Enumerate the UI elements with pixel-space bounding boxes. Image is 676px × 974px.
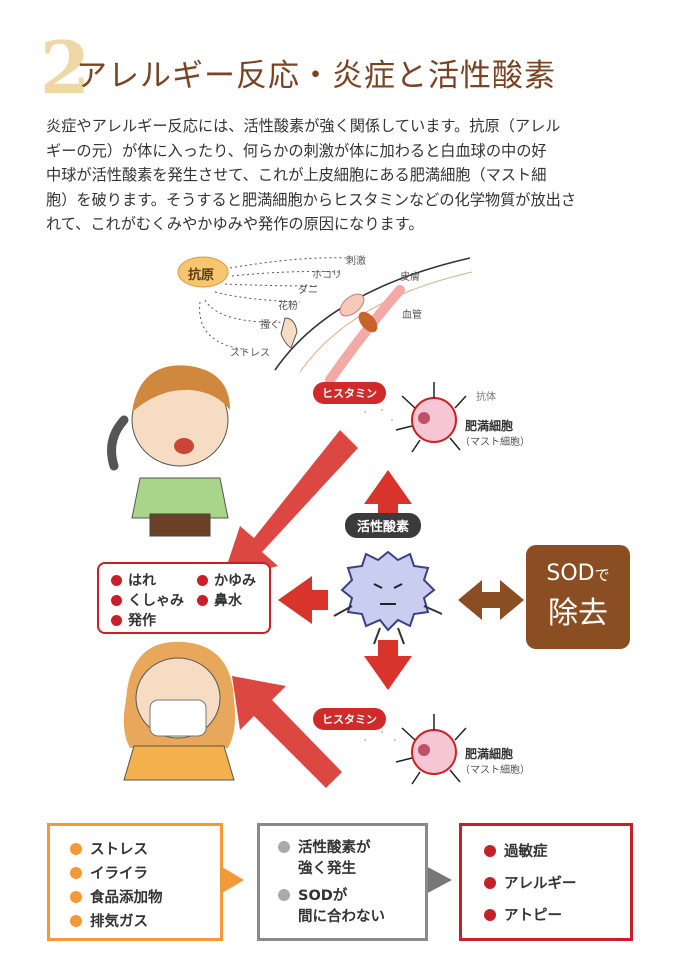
- symptom-item: くしゃみ: [111, 590, 184, 610]
- intro-line: 中球が活性酸素を発生させて、これが上皮細胞にある肥満細胞（マスト細: [46, 166, 547, 184]
- tissue-cell: [339, 293, 365, 317]
- mechanism-item: SODが: [278, 884, 347, 905]
- cause-item: 排気ガス: [70, 910, 148, 931]
- intro-text: 炎症やアレルギー反応には、活性酸素が強く関係しています。抗原（アレル ギーの元）…: [46, 114, 636, 237]
- symptom-item: 発作: [111, 610, 156, 630]
- intro-line: ギーの元）が体に入ったり、何らかの刺激が体に加わると白血球の中の好: [46, 141, 547, 160]
- histamine-badge-bottom: ヒスタミン: [313, 708, 386, 730]
- bullet-icon: [484, 845, 496, 857]
- causes-box: ストレス イライラ 食品添加物 排気ガス: [47, 823, 223, 941]
- bullet-icon: [70, 867, 82, 879]
- symptom-item: かゆみ: [197, 570, 256, 590]
- bullet-icon: [70, 915, 82, 927]
- result-item: アトピー: [484, 904, 562, 925]
- flow-arrow-icon: [422, 864, 452, 896]
- symptom-item: 鼻水: [197, 590, 242, 610]
- cause-item: ストレス: [70, 838, 148, 859]
- blood-vessel: [325, 285, 405, 385]
- stimulus-label: ホコリ: [312, 270, 342, 281]
- active-oxygen-label: 活性酸素: [345, 513, 422, 538]
- mechanism-box: 活性酸素が 強く発生 SODが 間に合わない: [257, 823, 428, 941]
- vessel-spot: [358, 311, 378, 333]
- mast-cell-bottom: [395, 714, 467, 785]
- intro-line: れて、これがむくみやかゆみや発作の原因になります。: [46, 215, 424, 233]
- bullet-icon: [111, 575, 122, 586]
- stimulus-label: 刺激: [346, 256, 366, 267]
- bullet-icon: [484, 909, 496, 921]
- boy-illustration: [107, 365, 230, 537]
- skin-line: [274, 257, 471, 371]
- stimulus-label: ダニ: [298, 285, 318, 296]
- arrow-left: [278, 576, 328, 624]
- flow-arrow-icon: [217, 864, 244, 896]
- mast-cell-top: [395, 382, 467, 453]
- vessel-label: 血管: [402, 310, 422, 321]
- antigen-bubble: [177, 256, 229, 288]
- sod-box: SODで 除去: [526, 545, 630, 649]
- result-item: アレルギー: [484, 872, 577, 893]
- mechanism-item: 活性酸素が: [278, 836, 371, 857]
- mast-cell-label: 肥満細胞: [465, 419, 514, 433]
- stimulus-label: 掻く: [260, 320, 280, 331]
- results-box: 過敏症 アレルギー アトピー: [459, 823, 633, 941]
- arrow-up: [364, 470, 412, 520]
- bullet-icon: [111, 615, 122, 626]
- page-title: アレルギー反応・炎症と活性酸素: [76, 58, 556, 94]
- intro-line: 胞）を破ります。そうすると肥満細胞からヒスタミンなどの化学物質が放出さ: [46, 190, 577, 209]
- cause-item: 食品添加物: [70, 886, 163, 907]
- stimulus-label: 花粉: [278, 301, 298, 312]
- antibody-label: 抗体: [476, 392, 496, 403]
- bullet-icon: [197, 575, 208, 586]
- bullet-icon: [278, 841, 290, 853]
- skin-label: 皮膚: [400, 272, 420, 283]
- removal-label: 除去: [548, 596, 608, 631]
- arrow-down: [364, 640, 412, 690]
- arrow-histamine-bottom: [232, 676, 342, 788]
- histamine-badge-top: ヒスタミン: [313, 382, 386, 404]
- bullet-icon: [197, 595, 208, 606]
- flow-arrows: [217, 864, 452, 896]
- bullet-icon: [70, 891, 82, 903]
- cause-item: イライラ: [70, 862, 148, 883]
- symptoms-box: はれ かゆみ くしゃみ 鼻水 発作: [97, 562, 271, 634]
- bullet-icon: [278, 889, 290, 901]
- mast-cell-sublabel: （マスト細胞）: [460, 765, 530, 776]
- sod-label: SOD: [546, 561, 595, 586]
- mast-cell-sublabel: （マスト細胞）: [460, 437, 530, 448]
- antigen-label: 抗原: [188, 268, 215, 283]
- result-item: 過敏症: [484, 840, 548, 861]
- bullet-icon: [484, 877, 496, 889]
- mast-cell-label: 肥満細胞: [465, 747, 514, 761]
- mechanism-item-cont: 強く発生: [298, 861, 356, 877]
- active-oxygen-character: [333, 550, 443, 645]
- allergy-diagram: [107, 256, 524, 788]
- section-number: 2: [40, 25, 91, 110]
- stimulus-label: ストレス: [230, 348, 270, 359]
- double-arrow-sod: [458, 580, 524, 620]
- hand-illustration: [280, 317, 298, 349]
- mechanism-item-cont: 間に合わない: [298, 909, 385, 925]
- skin-inner-line: [299, 271, 473, 373]
- bullet-icon: [70, 843, 82, 855]
- bullet-icon: [111, 595, 122, 606]
- symptom-item: はれ: [111, 570, 156, 590]
- girl-illustration: [123, 641, 236, 781]
- arrow-histamine-top: [222, 430, 358, 580]
- sod-particle: で: [594, 566, 610, 584]
- intro-line: 炎症やアレルギー反応には、活性酸素が強く関係しています。抗原（アレル: [46, 117, 561, 135]
